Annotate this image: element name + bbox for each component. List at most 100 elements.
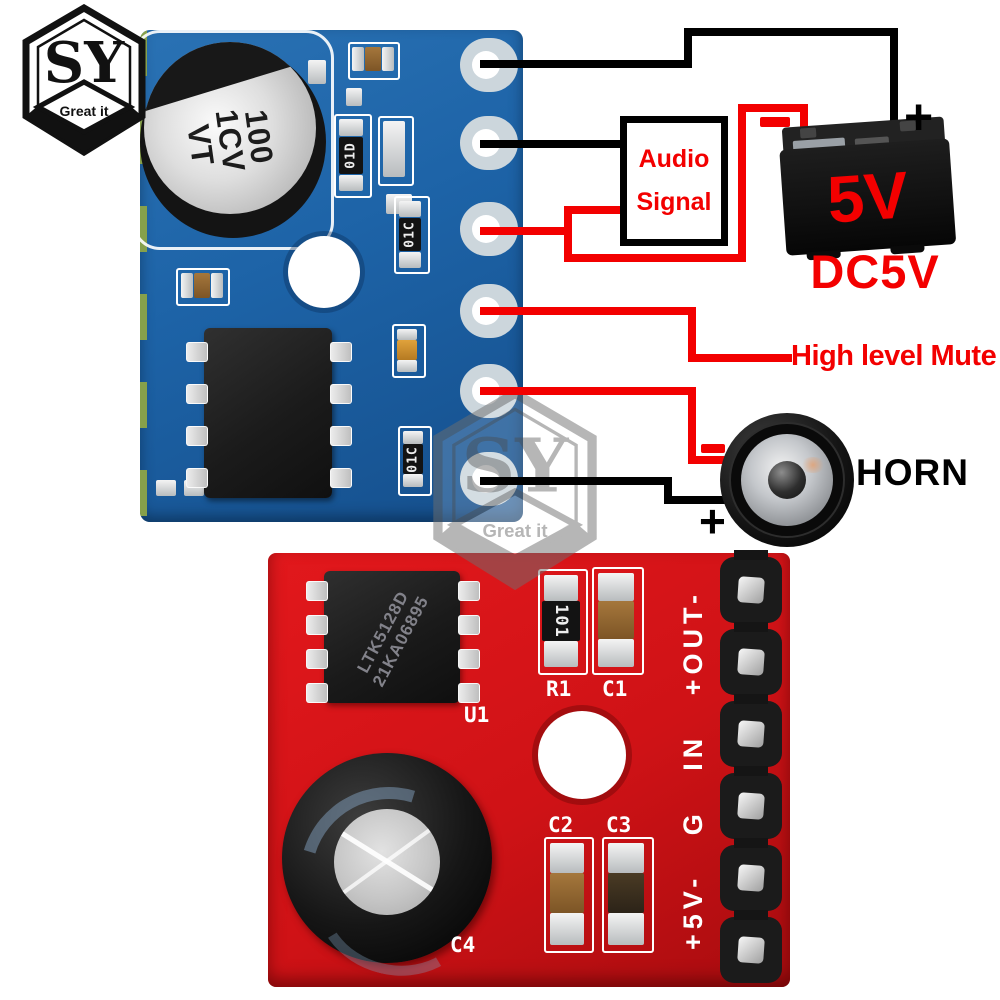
header-pin bbox=[720, 766, 782, 839]
audio-signal-box: Audio Signal bbox=[620, 116, 728, 246]
r1-reference-label: R1 bbox=[546, 677, 572, 701]
watermark-tagline: Great it bbox=[482, 520, 547, 541]
solder-pad bbox=[352, 47, 364, 71]
smd-capacitor-yellow bbox=[392, 324, 426, 378]
wire-mute bbox=[480, 307, 696, 315]
resistor-marking: 101 bbox=[551, 604, 571, 638]
pin-header bbox=[720, 550, 784, 987]
ic-pin bbox=[306, 683, 328, 703]
wire-ground bbox=[800, 104, 808, 138]
amplifier-ic bbox=[186, 328, 352, 498]
audio-signal-label: Signal bbox=[636, 188, 712, 216]
header-pin bbox=[720, 838, 782, 911]
brand-watermark: SY Great it bbox=[422, 387, 608, 591]
red-amplifier-board: LTK5128D 21KA06895 U1 101 R1 C1 C2 C3 bbox=[268, 550, 790, 997]
resistor-body: 01D bbox=[339, 137, 363, 174]
smd-resistor-01c: 01C bbox=[394, 196, 430, 274]
ic-pin bbox=[330, 342, 352, 362]
wire-battery-positive bbox=[890, 28, 898, 136]
watermark-hexagon: SY Great it bbox=[433, 387, 597, 591]
battery-front: 5V bbox=[779, 138, 957, 256]
logo-tagline: Great it bbox=[59, 103, 108, 119]
battery-plus-label: + bbox=[904, 89, 934, 145]
wire-battery-positive bbox=[684, 28, 898, 36]
capacitor-body bbox=[365, 47, 381, 71]
speaker-highlight bbox=[800, 457, 826, 473]
resistor-body: 01C bbox=[403, 444, 423, 474]
ic-pin bbox=[330, 384, 352, 404]
mounting-hole bbox=[288, 236, 360, 308]
ic-reference-label: U1 bbox=[464, 703, 490, 727]
component-body bbox=[383, 121, 405, 177]
header-pin bbox=[720, 694, 782, 767]
ic-pin bbox=[330, 426, 352, 446]
ic-pin bbox=[186, 426, 208, 446]
smd-capacitor bbox=[348, 42, 400, 80]
power-capacitor-c4 bbox=[268, 753, 510, 997]
solder-pad bbox=[211, 273, 223, 298]
solder-pad bbox=[397, 329, 417, 340]
wire-ground bbox=[564, 206, 624, 214]
ic-pin bbox=[458, 581, 480, 601]
wire-speaker-positive bbox=[480, 477, 672, 485]
scratch-line bbox=[334, 820, 440, 902]
ic-pin bbox=[306, 649, 328, 669]
brand-logo: SY Great it bbox=[14, 3, 154, 157]
resistor-body: 101 bbox=[542, 601, 580, 641]
smd-resistor-01c-2: 01C bbox=[398, 426, 432, 496]
solder-pad bbox=[550, 913, 584, 945]
solder-pad bbox=[339, 119, 363, 136]
smd-pad bbox=[308, 60, 326, 84]
solder-pad bbox=[397, 360, 417, 372]
wire-ground bbox=[564, 254, 746, 262]
c4-reference-label: C4 bbox=[450, 933, 476, 957]
solder-pad bbox=[598, 573, 634, 601]
smd-pad bbox=[346, 88, 362, 106]
wire-speaker-negative bbox=[480, 387, 696, 395]
c2-reference-label: C2 bbox=[548, 813, 574, 837]
capacitor-body bbox=[194, 273, 210, 298]
logo-hexagon: SY Great it bbox=[22, 3, 146, 157]
battery-caption: DC5V bbox=[810, 245, 940, 298]
resistor-marking: 01D bbox=[343, 142, 359, 169]
wire-ground bbox=[564, 206, 572, 262]
smd-pad bbox=[156, 480, 176, 496]
ic-pin bbox=[186, 342, 208, 362]
electrolytic-capacitor: 100 1CV VT bbox=[144, 42, 316, 214]
mute-label: High level Mute bbox=[791, 340, 997, 372]
battery-voltage-label: 5V bbox=[824, 157, 911, 237]
solder-pad bbox=[399, 252, 421, 268]
pin-row-labels: +5V- G IN +OUT- bbox=[678, 589, 708, 951]
solder-pad bbox=[382, 47, 394, 71]
wire-ground bbox=[738, 104, 746, 262]
wire-mute bbox=[688, 354, 792, 362]
smd-capacitor-c2 bbox=[544, 837, 594, 953]
smd-capacitor-c3 bbox=[602, 837, 654, 953]
solder-pad bbox=[598, 639, 634, 667]
solder-pad bbox=[403, 474, 423, 487]
ic-pin bbox=[458, 615, 480, 635]
solder-pad bbox=[399, 201, 421, 217]
wire-speaker-negative bbox=[688, 456, 730, 464]
ltk5128d-ic: LTK5128D 21KA06895 bbox=[306, 571, 480, 703]
ic-pin bbox=[330, 468, 352, 488]
wire-battery-positive bbox=[480, 60, 692, 68]
horn-speaker bbox=[720, 413, 854, 547]
smd-component bbox=[378, 116, 414, 186]
capacitor-marking-text: 100 1CV VT bbox=[180, 104, 281, 179]
wire-audio-signal bbox=[480, 140, 628, 148]
capacitor-body bbox=[608, 873, 644, 913]
solder-pad bbox=[550, 843, 584, 873]
speaker-dust-cap bbox=[768, 461, 806, 499]
c3-reference-label: C3 bbox=[606, 813, 632, 837]
capacitor-marking-line: VT bbox=[180, 122, 222, 169]
solder-pad bbox=[608, 843, 644, 873]
solder-pad bbox=[544, 575, 578, 601]
capacitor-body bbox=[550, 873, 584, 913]
solder-pad bbox=[544, 641, 578, 667]
ic-pin bbox=[458, 683, 480, 703]
audio-signal-label: Audio bbox=[638, 145, 710, 173]
solder-pad bbox=[608, 913, 644, 945]
wire-battery-positive bbox=[684, 28, 692, 68]
